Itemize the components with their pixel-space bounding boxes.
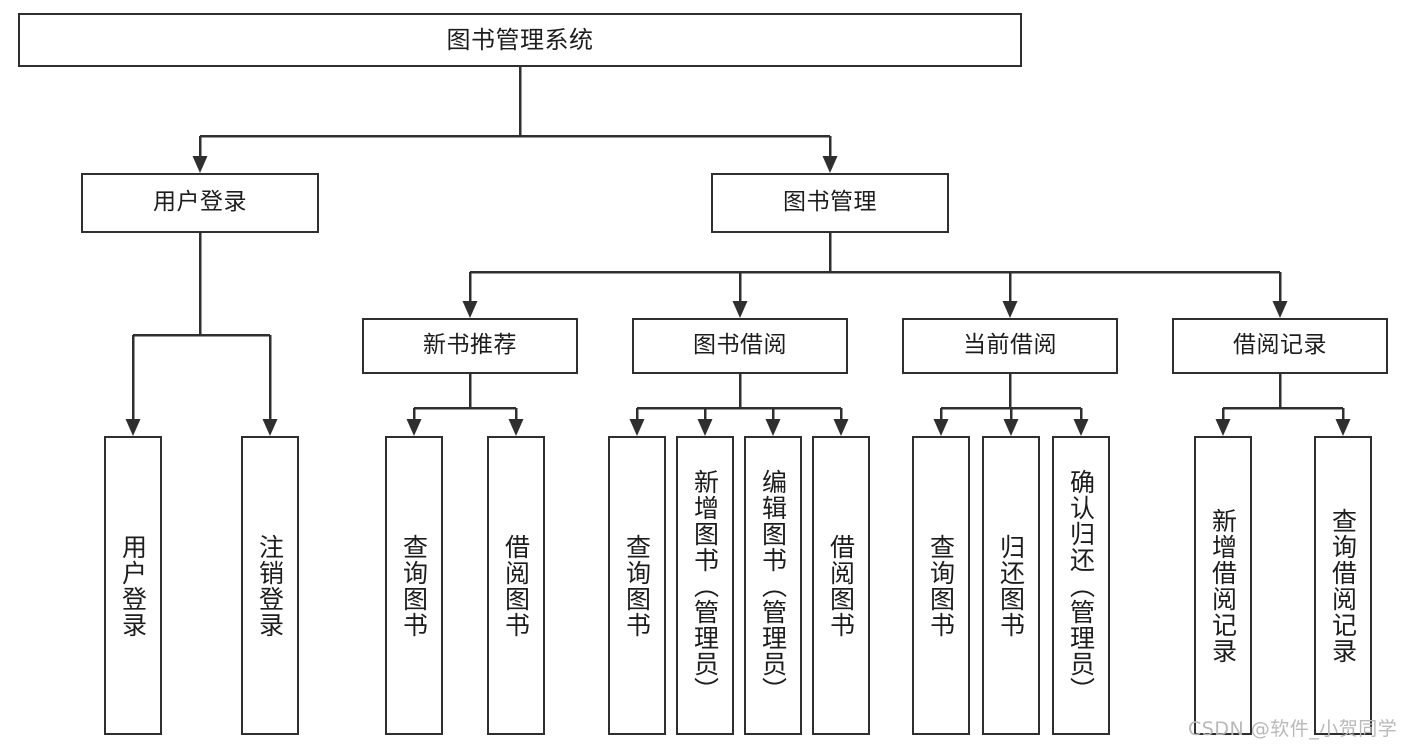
node-leaf-add-record[interactable]: 新增借阅记录 xyxy=(1194,436,1252,735)
node-leaf-query-book-2-label: 查询图书 xyxy=(622,533,652,638)
node-leaf-query-book-3[interactable]: 查询图书 xyxy=(912,436,970,735)
node-current-borrow-label: 当前借阅 xyxy=(963,332,1057,359)
node-borrow-record-label: 借阅记录 xyxy=(1233,332,1327,359)
node-book-borrow[interactable]: 图书借阅 xyxy=(632,318,848,374)
node-root-system-label: 图书管理系统 xyxy=(446,25,594,54)
node-leaf-query-book-3-label: 查询图书 xyxy=(926,533,956,638)
node-book-borrow-label: 图书借阅 xyxy=(693,332,787,359)
node-leaf-query-book-1[interactable]: 查询图书 xyxy=(385,436,443,735)
node-leaf-return-book-label: 归还图书 xyxy=(996,533,1026,638)
node-leaf-add-book-label: 新增图书（管理员） xyxy=(690,468,720,703)
node-book-manage-label: 图书管理 xyxy=(783,189,877,216)
node-user-login-label: 用户登录 xyxy=(153,189,247,216)
node-leaf-query-book-2[interactable]: 查询图书 xyxy=(608,436,666,735)
node-new-book-recommend-label: 新书推荐 xyxy=(423,332,517,359)
node-leaf-query-record[interactable]: 查询借阅记录 xyxy=(1314,436,1372,735)
node-user-login[interactable]: 用户登录 xyxy=(81,173,319,233)
node-book-manage[interactable]: 图书管理 xyxy=(711,173,949,233)
node-leaf-edit-book[interactable]: 编辑图书（管理员） xyxy=(744,436,802,735)
node-leaf-borrow-book-1-label: 借阅图书 xyxy=(501,533,531,638)
node-borrow-record[interactable]: 借阅记录 xyxy=(1172,318,1388,374)
node-leaf-borrow-book-2-label: 借阅图书 xyxy=(826,533,856,638)
node-leaf-confirm-return[interactable]: 确认归还（管理员） xyxy=(1052,436,1110,735)
node-leaf-confirm-return-label: 确认归还（管理员） xyxy=(1066,468,1096,703)
node-leaf-borrow-book-2[interactable]: 借阅图书 xyxy=(812,436,870,735)
node-root-system[interactable]: 图书管理系统 xyxy=(18,13,1022,67)
node-leaf-query-record-label: 查询借阅记录 xyxy=(1328,507,1358,664)
node-leaf-user-login-label: 用户登录 xyxy=(118,533,148,638)
node-leaf-add-record-label: 新增借阅记录 xyxy=(1208,507,1238,664)
node-leaf-user-logout[interactable]: 注销登录 xyxy=(241,436,299,735)
node-leaf-borrow-book-1[interactable]: 借阅图书 xyxy=(487,436,545,735)
watermark-label: CSDN @软件_小贺同学 xyxy=(1188,718,1398,740)
node-leaf-add-book[interactable]: 新增图书（管理员） xyxy=(676,436,734,735)
node-leaf-edit-book-label: 编辑图书（管理员） xyxy=(758,468,788,703)
node-new-book-recommend[interactable]: 新书推荐 xyxy=(362,318,578,374)
node-leaf-user-login[interactable]: 用户登录 xyxy=(104,436,162,735)
node-leaf-query-book-1-label: 查询图书 xyxy=(399,533,429,638)
node-leaf-return-book[interactable]: 归还图书 xyxy=(982,436,1040,735)
node-current-borrow[interactable]: 当前借阅 xyxy=(902,318,1118,374)
node-leaf-user-logout-label: 注销登录 xyxy=(255,533,285,638)
